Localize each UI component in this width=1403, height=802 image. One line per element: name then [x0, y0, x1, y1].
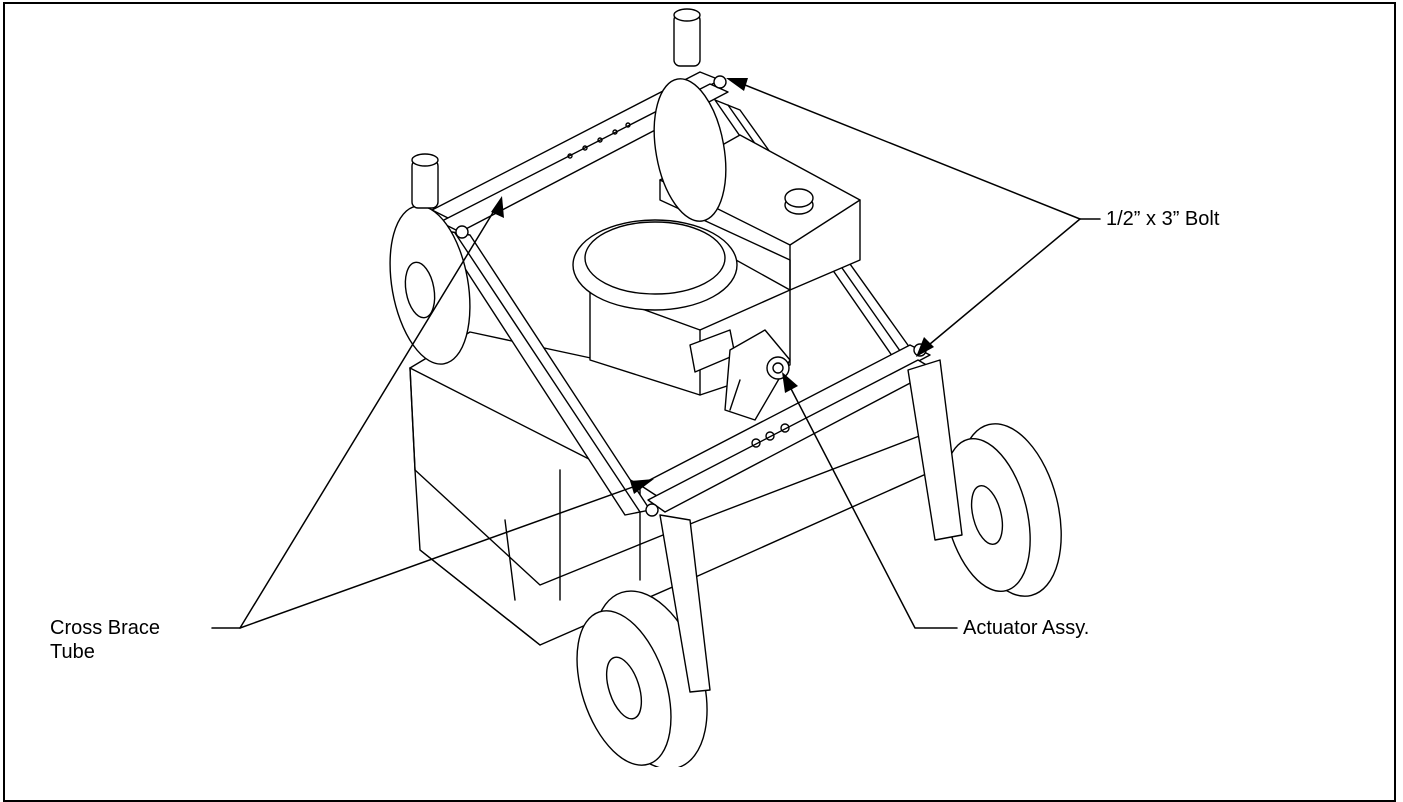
leader-lines [211, 82, 1101, 629]
arrowhead-actuator [782, 372, 798, 393]
mower-illustration [211, 8, 1101, 767]
callout-cross-brace-line2: Tube [50, 641, 95, 663]
wheel-rear-right [653, 8, 727, 222]
callout-bolt: 1/2” x 3” Bolt [1106, 208, 1220, 230]
wheels [389, 8, 1062, 767]
arrowhead-brace-front [630, 479, 654, 494]
arrowheads [491, 78, 934, 494]
callout-actuator: Actuator Assy. [963, 617, 1090, 639]
arrowhead-brace-rear [491, 196, 504, 218]
wheel-front-right [907, 359, 1062, 597]
arrowhead-bolt-front [916, 337, 934, 357]
mower-diagram: 1/2” x 3” Bolt Cross Brace Tube Actuator… [3, 2, 1396, 802]
arrowhead-bolt-rear [726, 78, 748, 91]
wheel-rear-left [389, 153, 471, 365]
wheel-front-left [576, 514, 711, 767]
callout-cross-brace-line1: Cross Brace [50, 617, 161, 639]
